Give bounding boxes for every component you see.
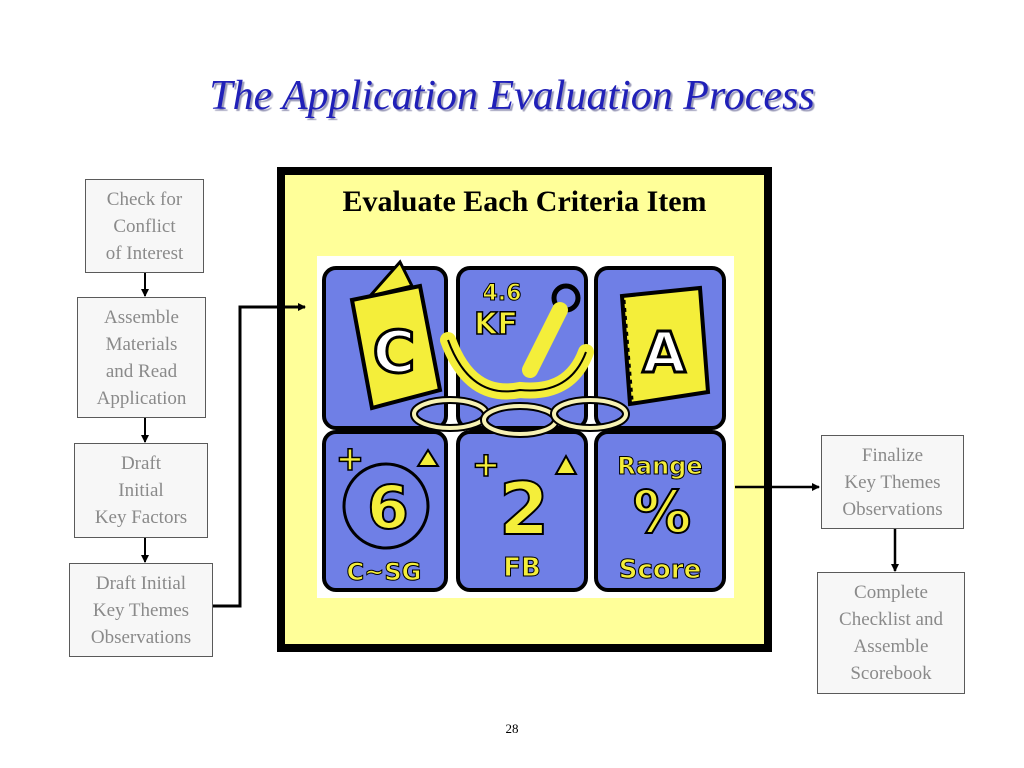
circle-icon bbox=[342, 462, 430, 550]
chain-links-icon bbox=[410, 396, 630, 438]
notebook-a-icon bbox=[619, 285, 711, 407]
card-bottom-left-plus: + bbox=[336, 439, 365, 479]
triangle-up-icon bbox=[554, 453, 578, 475]
card-bottom-right bbox=[594, 430, 726, 592]
anchor-icon bbox=[440, 283, 594, 400]
card-bottom-left-number: 6 bbox=[367, 473, 409, 543]
step-finalize-key-themes: Finalize Key Themes Observations bbox=[821, 435, 964, 529]
card-bottom-center-number: 2 bbox=[499, 467, 549, 551]
slide-title: The Application Evaluation Process bbox=[209, 73, 815, 119]
card-top-center-code: KF bbox=[474, 307, 518, 342]
card-bottom-right-percent: % bbox=[633, 478, 691, 546]
card-bottom-left-code: C~SG bbox=[347, 558, 422, 586]
step-draft-key-themes: Draft Initial Key Themes Observations bbox=[69, 563, 213, 657]
triangle-up-icon bbox=[416, 448, 440, 467]
page-number: 28 bbox=[505, 721, 519, 736]
card-bottom-center-plus: + bbox=[472, 445, 501, 485]
criteria-illustration: C 4.6 KF A + 6 C~SG bbox=[317, 256, 734, 598]
step-complete-checklist: Complete Checklist and Assemble Scoreboo… bbox=[817, 572, 965, 694]
panel-title: Evaluate Each Criteria Item bbox=[342, 185, 707, 218]
card-top-center-number: 4.6 bbox=[483, 281, 522, 306]
step-assemble-materials: Assemble Materials and Read Application bbox=[77, 297, 206, 418]
step-check-conflict: Check for Conflict of Interest bbox=[85, 179, 204, 273]
book-c-icon bbox=[349, 259, 443, 411]
card-bottom-right-range: Range bbox=[617, 452, 702, 480]
card-bottom-center-code: FB bbox=[503, 553, 541, 583]
card-top-left-label: C bbox=[373, 318, 416, 386]
step-draft-key-factors: Draft Initial Key Factors bbox=[74, 443, 208, 538]
card-top-right-label: A bbox=[642, 321, 686, 386]
arrow-themes-to-evaluate bbox=[213, 303, 306, 608]
card-bottom-left bbox=[322, 430, 448, 592]
card-bottom-right-score: Score bbox=[619, 555, 701, 585]
